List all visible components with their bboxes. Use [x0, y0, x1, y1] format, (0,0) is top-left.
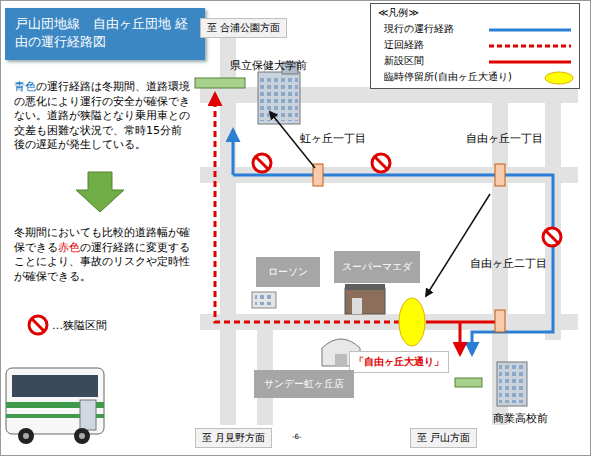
stop-name: 商業高校前 [493, 411, 548, 426]
no-entry-sign [253, 154, 271, 172]
no-entry-sign [372, 154, 390, 172]
node-text: ローソン [268, 265, 308, 279]
down-arrow [76, 172, 124, 212]
store-block: スーパーマエダ [334, 251, 420, 283]
legend-sample [489, 62, 571, 63]
title: 戸山団地線 自由ヶ丘団地 経由の運行経路図 [15, 16, 188, 49]
new-section [459, 322, 462, 354]
node-text: 至 戸山方面 [417, 431, 470, 445]
legend-sample [489, 30, 571, 31]
bus-stop [455, 378, 482, 387]
detour-route [215, 94, 400, 322]
legend-text: 迂回経路 [384, 38, 424, 52]
legend-text: 現行の運行経路 [384, 22, 454, 36]
note-text: 青色 [14, 80, 36, 93]
current-route [232, 130, 235, 175]
street-label: 「自由ヶ丘大通り」 [349, 351, 449, 373]
store-block: サンデー虹ヶ丘店 [254, 370, 354, 398]
page-number: -6- [292, 433, 302, 441]
current-route [233, 175, 553, 354]
sign-note: …狭隘区間 [52, 318, 107, 333]
stop-name: 虹ヶ丘一丁目 [300, 131, 366, 146]
note-text: の運行経路は冬期間、道路環境の悪化により運行の安全が確保できない。道路が狭隘とな… [14, 80, 190, 151]
store-icon [252, 292, 276, 308]
note-paragraph: 冬期間においても比較的道路幅が確保できる赤色の運行経路に変更することにより、事故… [14, 226, 190, 284]
direction-box: 至 戸山方面 [410, 428, 477, 448]
stop-marker [313, 164, 505, 332]
note-text: 赤色 [58, 241, 80, 254]
direction-box: 至 合浦公園方面 [200, 18, 287, 38]
legend-heading: ≪凡例≫ [378, 6, 419, 20]
node-text: 至 月見野方面 [202, 431, 265, 445]
stop-name: 県立保健大学前 [230, 58, 307, 73]
bus-illustration [6, 368, 104, 444]
stop-name: 自由ヶ丘二丁目 [470, 256, 547, 271]
roads [200, 35, 578, 425]
building-icon [497, 362, 527, 406]
no-entry-sign [29, 316, 47, 334]
node-text: スーパーマエダ [342, 260, 412, 274]
legend-sample [545, 72, 573, 84]
pointer-arrow [426, 194, 490, 296]
no-entry-sign [543, 228, 561, 246]
store-icon [345, 284, 385, 314]
direction-box: 至 月見野方面 [195, 428, 272, 448]
stop-name: 自由ヶ丘一丁目 [466, 131, 543, 146]
bus-stop [195, 78, 245, 88]
node-text: 「自由ヶ丘大通り」 [354, 355, 444, 369]
temporary-stop [399, 298, 425, 346]
legend-sample [489, 46, 571, 47]
legend-text: 臨時停留所(自由ヶ丘大通り) [384, 70, 512, 84]
note-paragraph: 青色の運行経路は冬期間、道路環境の悪化により運行の安全が確保できない。道路が狭隘… [14, 80, 190, 153]
store-block: ローソン [256, 257, 320, 287]
node-text: サンデー虹ヶ丘店 [264, 377, 344, 391]
node-text: 至 合浦公園方面 [207, 21, 280, 35]
title-box: 戸山団地線 自由ヶ丘団地 経由の運行経路図 [5, 8, 205, 60]
legend-text: 新設区間 [384, 54, 424, 68]
